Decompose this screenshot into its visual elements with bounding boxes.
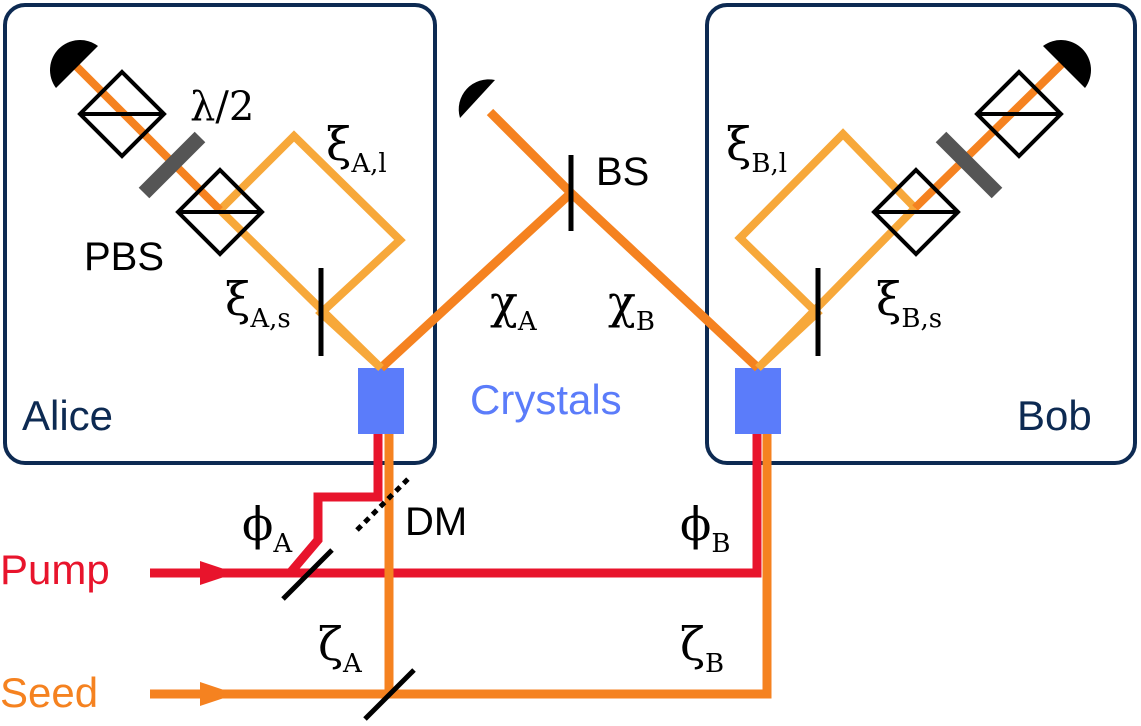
alice-pbs bbox=[175, 167, 265, 257]
chi-beams bbox=[377, 108, 762, 372]
crystal-alice bbox=[358, 368, 404, 434]
pump-arrow bbox=[200, 561, 236, 585]
central-detector bbox=[458, 79, 495, 118]
seed-splitter bbox=[363, 668, 416, 721]
alice-label: Alice bbox=[22, 392, 113, 439]
bob-pbs bbox=[871, 167, 961, 257]
zeta-a-label: ζA bbox=[318, 617, 363, 679]
alice-waveplate bbox=[138, 131, 206, 199]
half-wave-label: λ/2 bbox=[190, 84, 254, 130]
bob-box bbox=[705, 3, 1137, 465]
seed-beam bbox=[150, 432, 772, 699]
xi-b-l-label: ξB,l bbox=[726, 117, 787, 179]
pump-beam bbox=[150, 432, 762, 578]
zeta-b-label: ζB bbox=[680, 617, 724, 679]
seed-arrow bbox=[200, 682, 236, 706]
chi-a-label: χA bbox=[490, 275, 538, 337]
dm-label: DM bbox=[405, 500, 467, 544]
xi-b-s-label: ξB,s bbox=[876, 272, 942, 334]
pump-splitter bbox=[281, 548, 334, 601]
phi-b-label: ϕB bbox=[680, 497, 730, 559]
bob-interferometer bbox=[734, 55, 1071, 371]
bob-detector bbox=[1043, 40, 1091, 88]
chi-b-label: χB bbox=[608, 275, 655, 337]
pump-label: Pump bbox=[0, 546, 110, 593]
bs-label: BS bbox=[596, 150, 649, 194]
crystals-label: Crystals bbox=[470, 376, 622, 423]
xi-a-s-label: ξA,s bbox=[225, 272, 291, 334]
dichroic-mirror bbox=[355, 477, 410, 532]
alice-detector bbox=[50, 39, 98, 88]
phi-a-label: ϕA bbox=[242, 497, 293, 559]
bob-waveplate bbox=[935, 131, 1003, 199]
xi-a-l-label: ξA,l bbox=[326, 117, 387, 179]
pbs-label: PBS bbox=[84, 235, 164, 279]
seed-label: Seed bbox=[0, 669, 98, 716]
alice-box bbox=[3, 3, 437, 465]
crystal-bob bbox=[735, 368, 781, 434]
bob-polarizer bbox=[974, 69, 1064, 159]
bob-label: Bob bbox=[1017, 392, 1092, 439]
alice-polarizer bbox=[77, 69, 167, 159]
